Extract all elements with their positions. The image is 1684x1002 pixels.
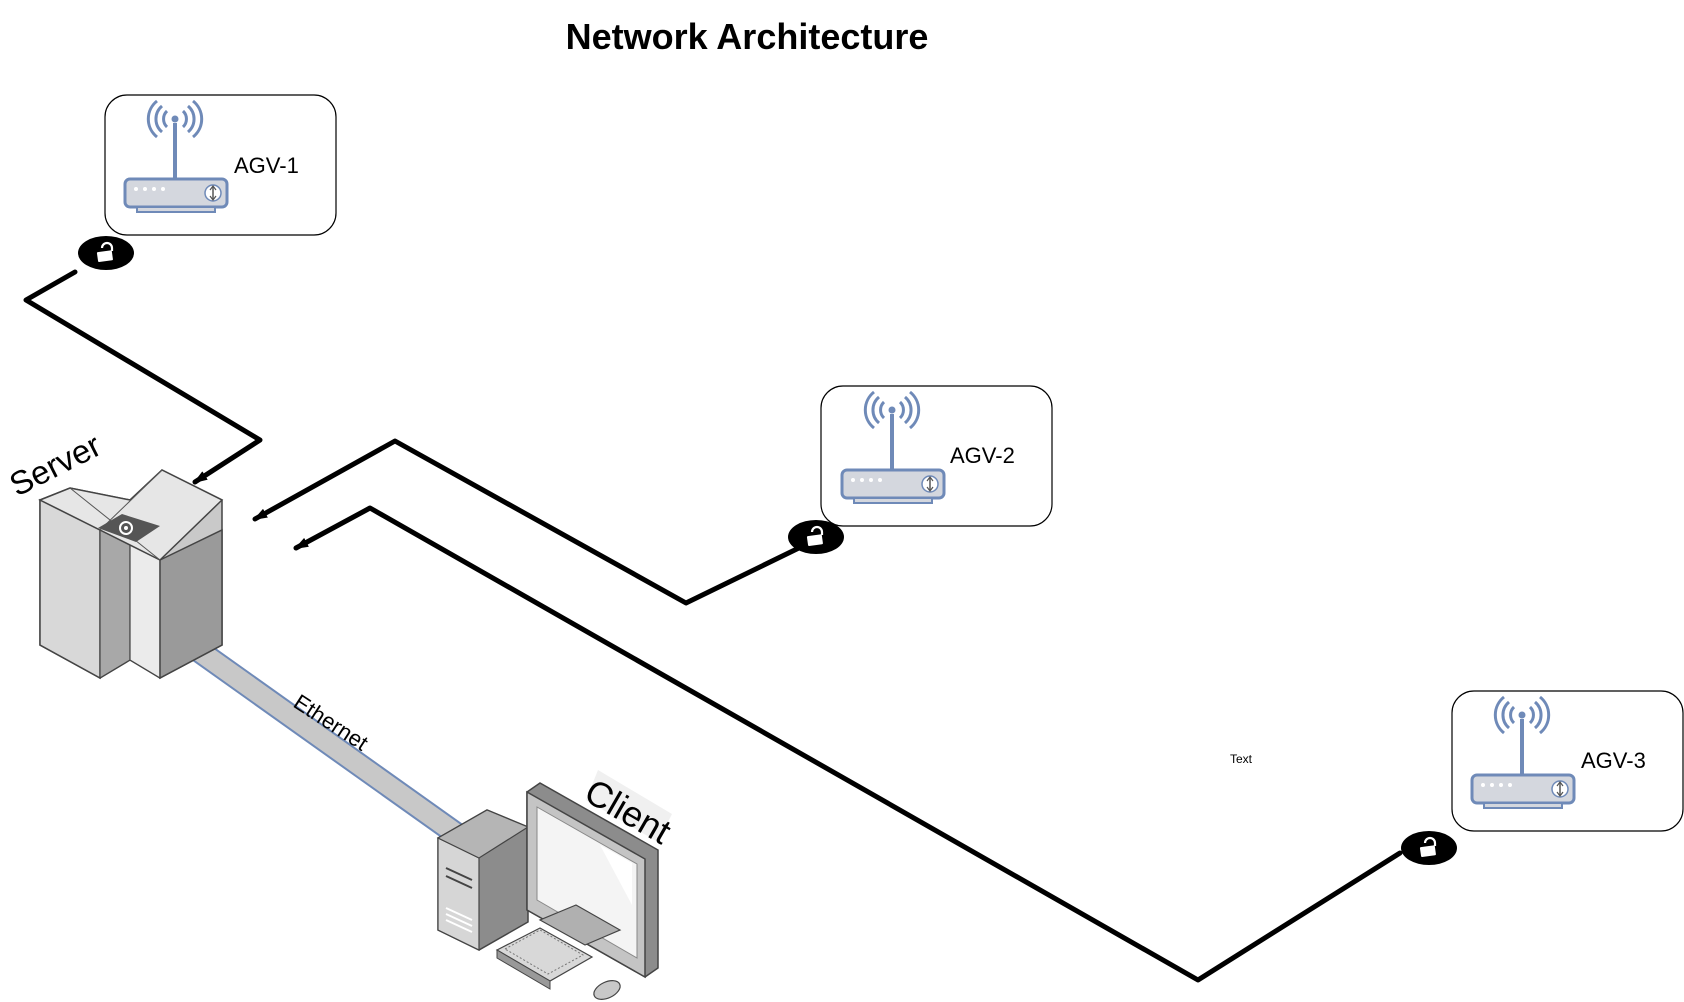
agv-2-label: AGV-2 bbox=[950, 443, 1015, 468]
agv-3-node[interactable]: AGV-3 bbox=[1451, 690, 1684, 832]
ethernet-cable[interactable] bbox=[183, 636, 474, 850]
client-label-background bbox=[586, 770, 672, 842]
link-agv3-server[interactable] bbox=[293, 505, 1403, 983]
link-agv2-server[interactable] bbox=[252, 438, 808, 606]
agv-1-node[interactable]: AGV-1 bbox=[104, 94, 337, 236]
lock-icon bbox=[76, 234, 136, 272]
lock-icon bbox=[1399, 829, 1459, 867]
agv-3-label: AGV-3 bbox=[1581, 748, 1646, 773]
server-icon[interactable] bbox=[38, 469, 224, 680]
workstation-icon[interactable] bbox=[436, 782, 659, 1002]
link-agv1-server[interactable] bbox=[23, 269, 263, 485]
lock-icon bbox=[786, 518, 846, 556]
diagram-title: Network Architecture bbox=[566, 16, 929, 57]
agv-1-label: AGV-1 bbox=[234, 153, 299, 178]
agv-2-node[interactable]: AGV-2 bbox=[820, 385, 1053, 527]
free-text-label[interactable]: Text bbox=[1230, 752, 1253, 766]
